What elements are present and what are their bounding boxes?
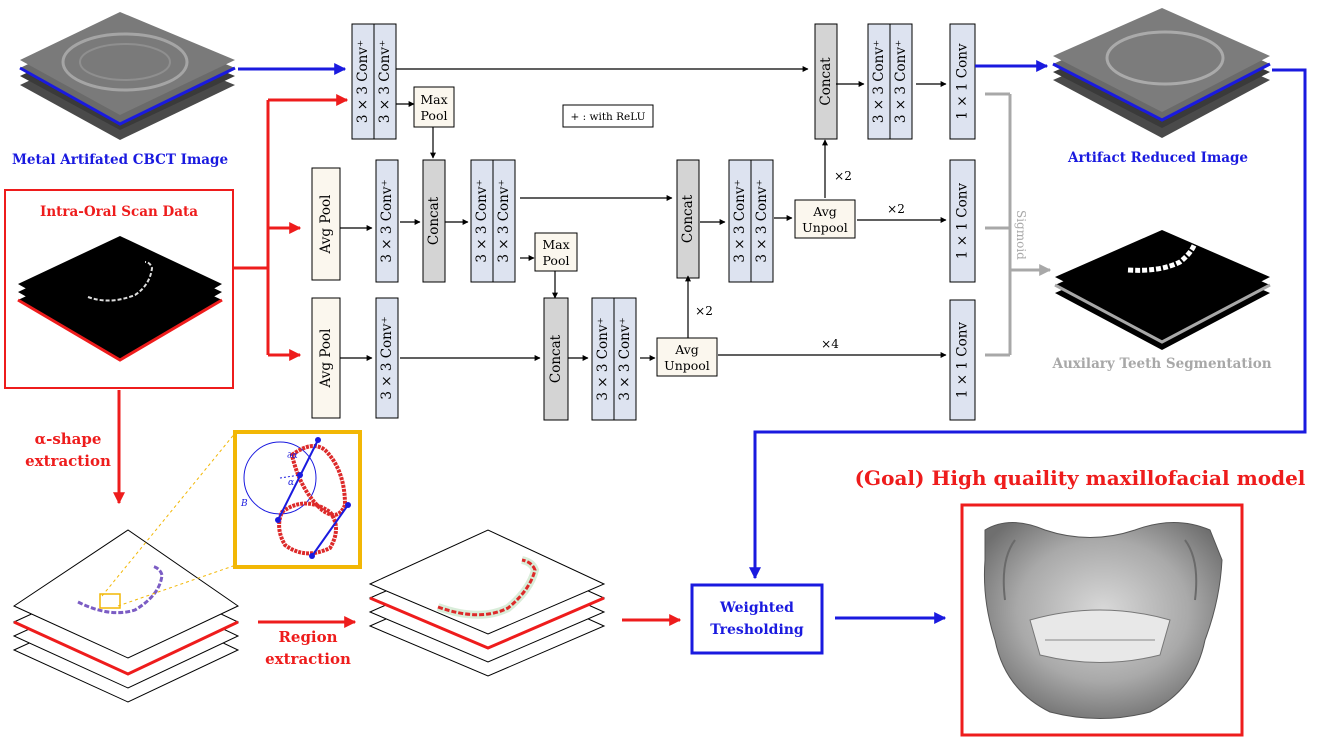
avgpool-3-label: Avg Pool (318, 329, 334, 389)
region-label-2: extraction (265, 650, 351, 668)
out2-conv1-label: 1 × 1 Conv (955, 183, 971, 260)
region-label-1: Region (278, 628, 337, 646)
ios-image-stack (18, 236, 222, 360)
alpha-shape-stack (14, 530, 238, 702)
avgunpool-2-label-2: Unpool (802, 220, 848, 235)
region-stack (370, 530, 604, 676)
cbct-label: Metal Artifated CBCT Image (12, 152, 228, 168)
alpha-shape-label-1: α-shape (35, 430, 102, 448)
enc3b-conv-b-label: 3 × 3 Conv⁺ (617, 317, 633, 400)
enc2-concat-label: Concat (426, 196, 442, 245)
out1-conv1-label: 1 × 1 Conv (955, 43, 971, 120)
enc2b-conv-a-label: 3 × 3 Conv⁺ (474, 179, 490, 262)
avgunpool-3-label-2: Unpool (664, 358, 710, 373)
dec2-concat-label: Concat (680, 194, 696, 243)
avgunpool-3-label-1: Avg (674, 342, 699, 357)
inset-label-a: α (288, 478, 294, 488)
alpha-shape-label-2: extraction (25, 452, 111, 470)
enc2-conv-label: 3 × 3 Conv⁺ (379, 179, 395, 262)
alpha-shape-inset: ∂α α B (235, 432, 360, 567)
maxpool-2-label-1: Max (542, 237, 569, 252)
dec1-conv-b-label: 3 × 3 Conv⁺ (893, 40, 909, 123)
inset-label-b: B (240, 499, 248, 509)
maxpool-2-label-2: Pool (543, 253, 570, 268)
dec2-conv-a-label: 3 × 3 Conv⁺ (732, 179, 748, 262)
ios-label: Intra-Oral Scan Data (40, 204, 198, 220)
weighted-label-2: Tresholding (710, 622, 804, 638)
upsample-x2-mid: ×2 (887, 202, 905, 216)
sigmoid-label: Sigmoid (1014, 210, 1028, 260)
enc3b-conv-a-label: 3 × 3 Conv⁺ (595, 317, 611, 400)
enc3-concat-label: Concat (548, 334, 564, 383)
dec1-concat-label: Concat (818, 57, 834, 106)
dec2-conv-b-label: 3 × 3 Conv⁺ (754, 179, 770, 262)
maxpool-1-label-2: Pool (421, 108, 448, 123)
maxpool-1-label-1: Max (420, 92, 447, 107)
blue-path-to-threshold (755, 70, 1305, 578)
enc2b-conv-b-label: 3 × 3 Conv⁺ (496, 179, 512, 262)
inset-label-d: ∂α (287, 451, 298, 461)
enc1-conv-b-label: 3 × 3 Conv⁺ (377, 40, 393, 123)
upsample-x2-bot: ×2 (695, 304, 713, 318)
artifact-reduced-label: Artifact Reduced Image (1067, 150, 1248, 166)
dec1-conv-a-label: 3 × 3 Conv⁺ (871, 40, 887, 123)
upsample-x2-top: ×2 (834, 169, 852, 183)
enc3-conv-label: 3 × 3 Conv⁺ (379, 316, 395, 399)
aux-seg-label: Auxilary Teeth Segmentation (1051, 356, 1271, 372)
weighted-label-1: Weighted (719, 600, 794, 616)
segmentation-stack (1055, 230, 1270, 350)
weighted-thresholding-box (692, 585, 822, 653)
enc1-conv-a-label: 3 × 3 Conv⁺ (355, 40, 371, 123)
goal-label: (Goal) High quaility maxillofacial model (855, 466, 1306, 490)
artifact-reduced-stack (1053, 8, 1270, 138)
upsample-x4: ×4 (821, 337, 839, 351)
maxillofacial-model (984, 523, 1222, 719)
avgpool-2-label: Avg Pool (318, 195, 334, 255)
avgunpool-2-label-1: Avg (812, 204, 837, 219)
cbct-image-stack (20, 12, 235, 140)
out3-conv1-label: 1 × 1 Conv (955, 322, 971, 399)
relu-note: + : with ReLU (570, 111, 645, 123)
